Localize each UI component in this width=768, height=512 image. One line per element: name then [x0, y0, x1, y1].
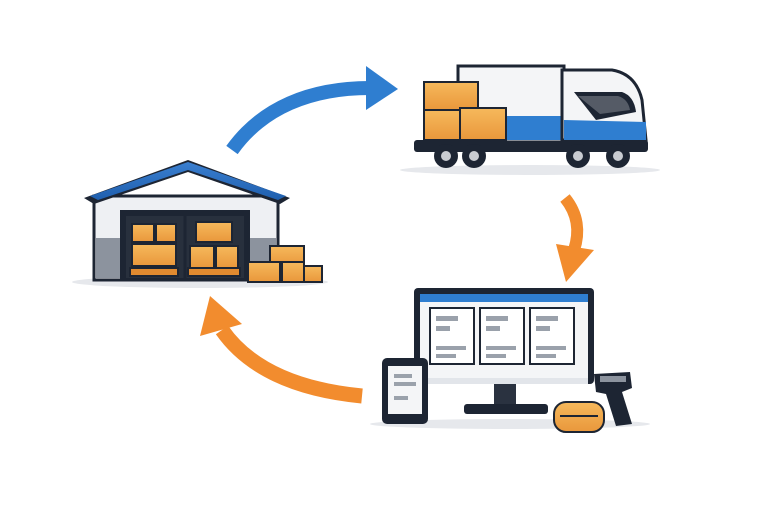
- package-icon: [553, 401, 605, 433]
- warehouse-boxes: [129, 221, 241, 277]
- computer-monitor-icon: [370, 288, 650, 429]
- arrow-warehouse-to-truck: [226, 66, 398, 155]
- tablet-icon: [382, 358, 428, 424]
- truck-wheels: [434, 144, 630, 168]
- warehouse-icon: [72, 160, 328, 288]
- arrow-system-to-warehouse: [200, 296, 363, 404]
- barcode-scanner-icon: [594, 372, 632, 426]
- truck-boxes: [423, 81, 507, 141]
- outside-boxes: [247, 245, 323, 283]
- delivery-truck-icon: [400, 64, 660, 175]
- screen-panels: [429, 307, 575, 365]
- arrow-truck-to-system: [556, 194, 594, 282]
